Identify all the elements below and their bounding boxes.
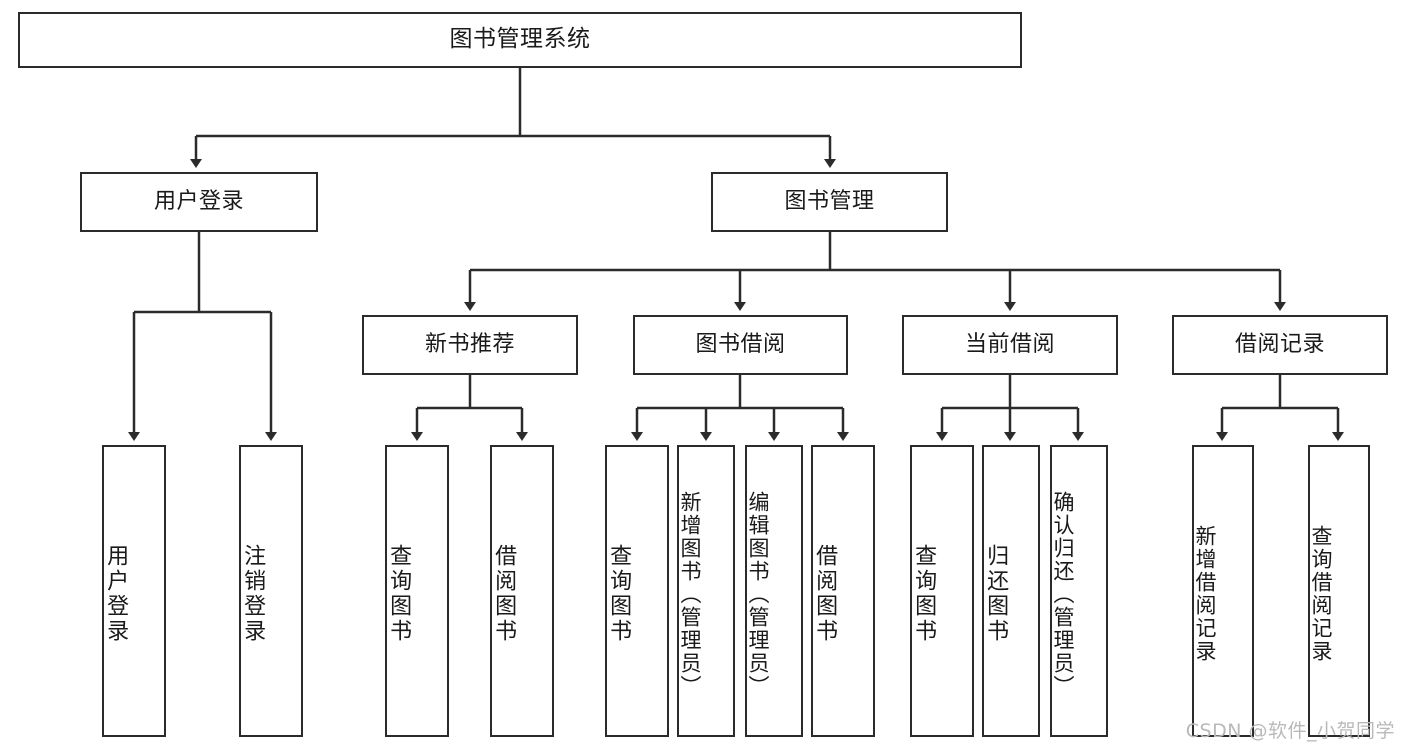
node-leaf-add-book[interactable]: 新增图书（管理员）	[677, 445, 735, 737]
node-leaf-user-login[interactable]: 用户登录	[102, 445, 166, 737]
node-book-borrow[interactable]: 图书借阅	[633, 315, 848, 375]
node-leaf-user-logout[interactable]: 注销登录	[239, 445, 303, 737]
node-leaf-return-book[interactable]: 归还图书	[982, 445, 1040, 737]
node-leaf-edit-book-label: 编辑图书（管理员）	[746, 490, 771, 698]
node-leaf-user-logout-label: 注销登录	[240, 544, 266, 644]
node-leaf-query-book-1[interactable]: 查询图书	[385, 445, 449, 737]
node-leaf-borrow-book-2-label: 借阅图书	[812, 544, 838, 644]
node-leaf-confirm-return[interactable]: 确认归还（管理员）	[1050, 445, 1108, 737]
node-current-borrow-label: 当前借阅	[964, 331, 1055, 357]
node-leaf-add-record-label: 新增借阅记录	[1193, 525, 1218, 663]
node-leaf-borrow-book-1[interactable]: 借阅图书	[490, 445, 554, 737]
node-leaf-query-book-3-label: 查询图书	[911, 544, 937, 644]
node-book-manage-label: 图书管理	[784, 188, 875, 214]
node-leaf-query-record-label: 查询借阅记录	[1309, 525, 1334, 663]
node-borrow-record-label: 借阅记录	[1234, 331, 1325, 357]
node-root-label: 图书管理系统	[449, 26, 591, 53]
node-current-borrow[interactable]: 当前借阅	[902, 315, 1118, 375]
node-borrow-record[interactable]: 借阅记录	[1172, 315, 1388, 375]
node-new-book-rec-label: 新书推荐	[424, 331, 515, 357]
node-leaf-query-record[interactable]: 查询借阅记录	[1308, 445, 1370, 737]
node-user-login[interactable]: 用户登录	[80, 172, 318, 232]
node-leaf-query-book-2-label: 查询图书	[606, 544, 632, 644]
node-leaf-confirm-return-label: 确认归还（管理员）	[1051, 490, 1076, 698]
node-leaf-return-book-label: 归还图书	[983, 544, 1009, 644]
node-new-book-rec[interactable]: 新书推荐	[362, 315, 578, 375]
node-leaf-query-book-3[interactable]: 查询图书	[910, 445, 974, 737]
node-user-login-label: 用户登录	[153, 188, 244, 214]
node-leaf-query-book-1-label: 查询图书	[386, 544, 412, 644]
node-leaf-add-book-label: 新增图书（管理员）	[678, 490, 703, 698]
node-book-manage[interactable]: 图书管理	[711, 172, 948, 232]
node-leaf-borrow-book-2[interactable]: 借阅图书	[811, 445, 875, 737]
node-leaf-edit-book[interactable]: 编辑图书（管理员）	[745, 445, 803, 737]
node-leaf-user-login-label: 用户登录	[103, 544, 129, 644]
node-book-borrow-label: 图书借阅	[695, 331, 786, 357]
node-root[interactable]: 图书管理系统	[18, 12, 1022, 68]
node-leaf-query-book-2[interactable]: 查询图书	[605, 445, 669, 737]
node-leaf-borrow-book-1-label: 借阅图书	[491, 544, 517, 644]
node-leaf-add-record[interactable]: 新增借阅记录	[1192, 445, 1254, 737]
